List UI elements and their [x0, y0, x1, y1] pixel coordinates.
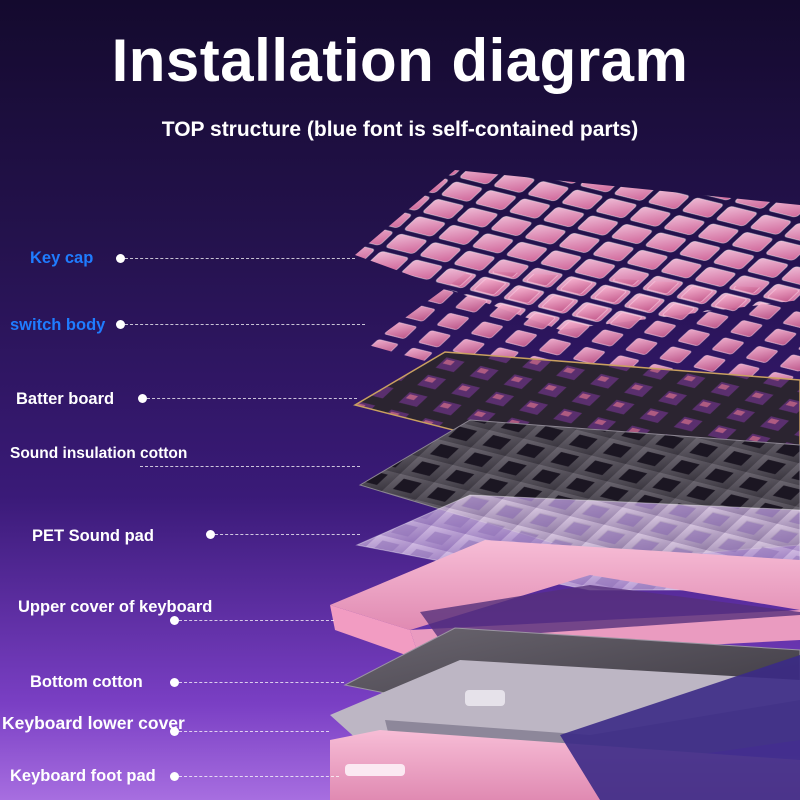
leader-line	[179, 731, 329, 732]
leader-dot	[116, 320, 125, 329]
leader-dot	[170, 616, 179, 625]
leader-line	[125, 258, 355, 259]
leader-dot	[138, 394, 147, 403]
leader-line	[140, 466, 360, 467]
leader-dot	[170, 727, 179, 736]
label-batter-board: Batter board	[16, 390, 115, 408]
leader-dot	[206, 530, 215, 539]
leader-dot	[116, 254, 125, 263]
label-key-cap: Key cap	[30, 249, 94, 267]
leader-dot	[170, 772, 179, 781]
leader-line	[179, 620, 334, 621]
label-lower-cover: Keyboard lower cover	[2, 713, 185, 733]
label-switch-body: switch body	[10, 316, 106, 334]
leader-line	[125, 324, 365, 325]
label-foot-pad: Keyboard foot pad	[10, 767, 156, 785]
leader-dot	[170, 678, 179, 687]
leader-line	[179, 776, 339, 777]
leader-line	[147, 398, 357, 399]
leader-line	[179, 682, 344, 683]
page-title: Installation diagram	[111, 27, 689, 94]
label-bottom-cotton: Bottom cotton	[30, 673, 143, 691]
label-upper-cover: Upper cover of keyboard	[18, 598, 213, 616]
label-sound-insulation-cotton: Sound insulation cotton	[10, 445, 188, 462]
page-subtitle: TOP structure (blue font is self-contain…	[161, 118, 639, 141]
leader-line	[215, 534, 360, 535]
label-pet-sound-pad: PET Sound pad	[32, 527, 154, 545]
